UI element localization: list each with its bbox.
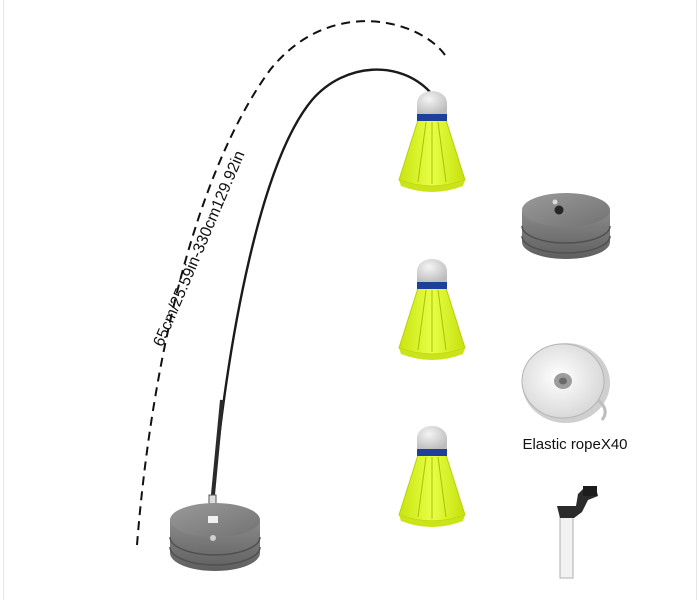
shuttlecock-middle xyxy=(398,259,466,360)
left-frame-line xyxy=(3,0,4,600)
shuttlecock-bottom xyxy=(398,426,466,527)
pole-adapter xyxy=(557,486,598,579)
elastic-rope-label: Elastic ropeX40 xyxy=(522,436,628,453)
pole-lower-segment xyxy=(210,399,224,506)
spare-base xyxy=(521,193,611,259)
height-range-arc xyxy=(136,20,446,546)
trainer-pole xyxy=(210,68,431,506)
right-frame-line xyxy=(696,0,697,600)
elastic-rope-roll xyxy=(521,343,610,423)
shuttlecock-top xyxy=(398,91,466,192)
trainer-base xyxy=(169,503,261,571)
